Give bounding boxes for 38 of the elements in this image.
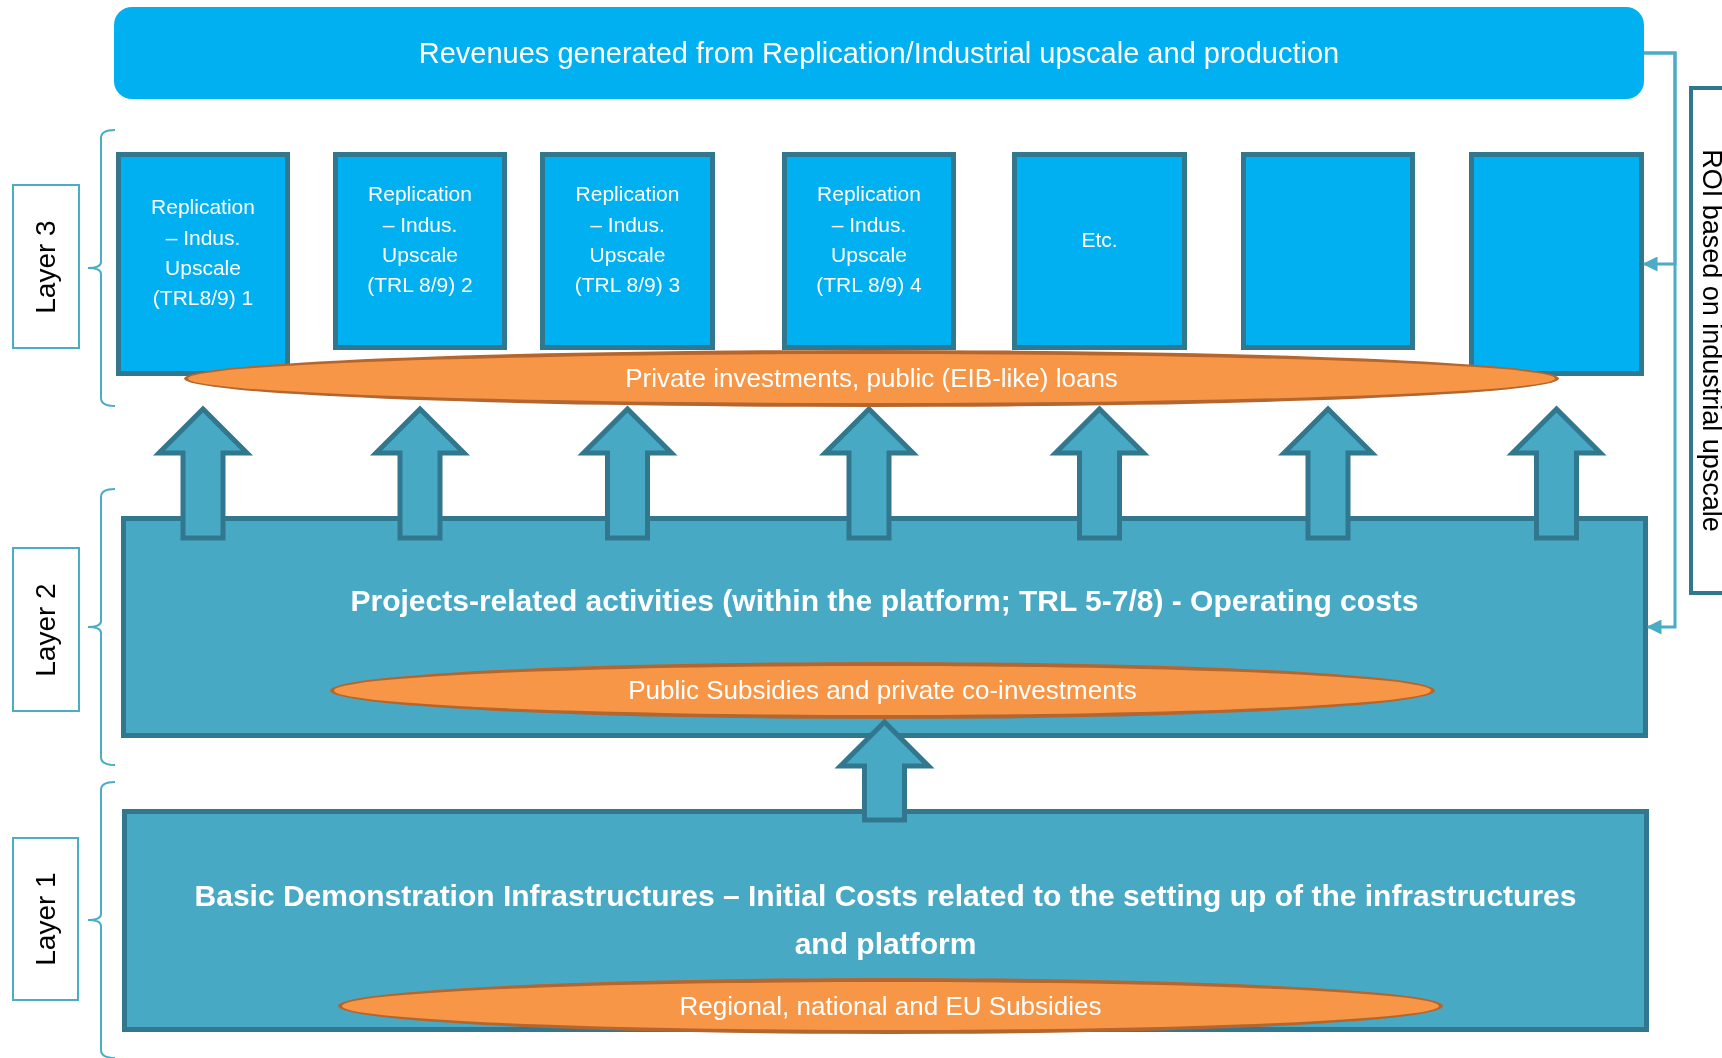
layer-label-box (12, 837, 79, 1001)
block-arrow (1049, 405, 1150, 541)
banner (114, 7, 1644, 99)
side-label: Layer 3 (30, 219, 62, 314)
box-text: Revenues generated from Replication/Industrial upscale and production (418, 36, 1340, 70)
block-arrow (152, 405, 254, 541)
replication-box (116, 152, 290, 376)
block-arrow (1506, 405, 1607, 541)
connector-arrow (1644, 51, 1677, 635)
side-label-box (1689, 86, 1722, 595)
heading: Basic Demonstration Infrastructures – Initial Costs related to the setting up of the infrastructures and platform (193, 878, 1578, 962)
block-arrow (369, 405, 471, 541)
block-arrow (818, 405, 920, 541)
block-arrow (1277, 405, 1379, 541)
layer-label-box (12, 547, 80, 712)
box-text: Etc. (1081, 226, 1118, 253)
box-text: Regional, national and EU Subsidies (679, 990, 1102, 1022)
box-text: Replication – Indus. Upscale (TRL 8/9) 3 (573, 181, 682, 299)
side-label: ROI based on industrial upscale (1695, 149, 1722, 532)
side-label: Layer 2 (30, 582, 62, 677)
replication-box (782, 152, 956, 350)
heading: Projects-related activities (within the platform; TRL 5-7/8) - Operating costs (350, 583, 1419, 619)
replication-box (1012, 152, 1187, 350)
box-text: Replication – Indus. Upscale (TRL 8/9) 2 (366, 181, 474, 299)
replication-box (1241, 152, 1415, 350)
block-arrow (834, 718, 935, 823)
box-text: Replication – Indus. Upscale (TRL8/9) 1 (150, 194, 256, 312)
side-label: Layer 1 (29, 872, 62, 966)
box-text: Public Subsidies and private co-investments (628, 675, 1137, 706)
box-text: Replication – Indus. Upscale (TRL 8/9) 4 (815, 181, 923, 299)
block-arrow (577, 405, 678, 541)
layer-box (122, 809, 1649, 1032)
box-text: Private investments, public (EIB-like) loans (625, 363, 1118, 394)
layer-box (121, 516, 1648, 738)
replication-box (1469, 152, 1644, 376)
replication-box (540, 152, 715, 350)
replication-box (333, 152, 507, 350)
layer-label-box (12, 184, 80, 349)
